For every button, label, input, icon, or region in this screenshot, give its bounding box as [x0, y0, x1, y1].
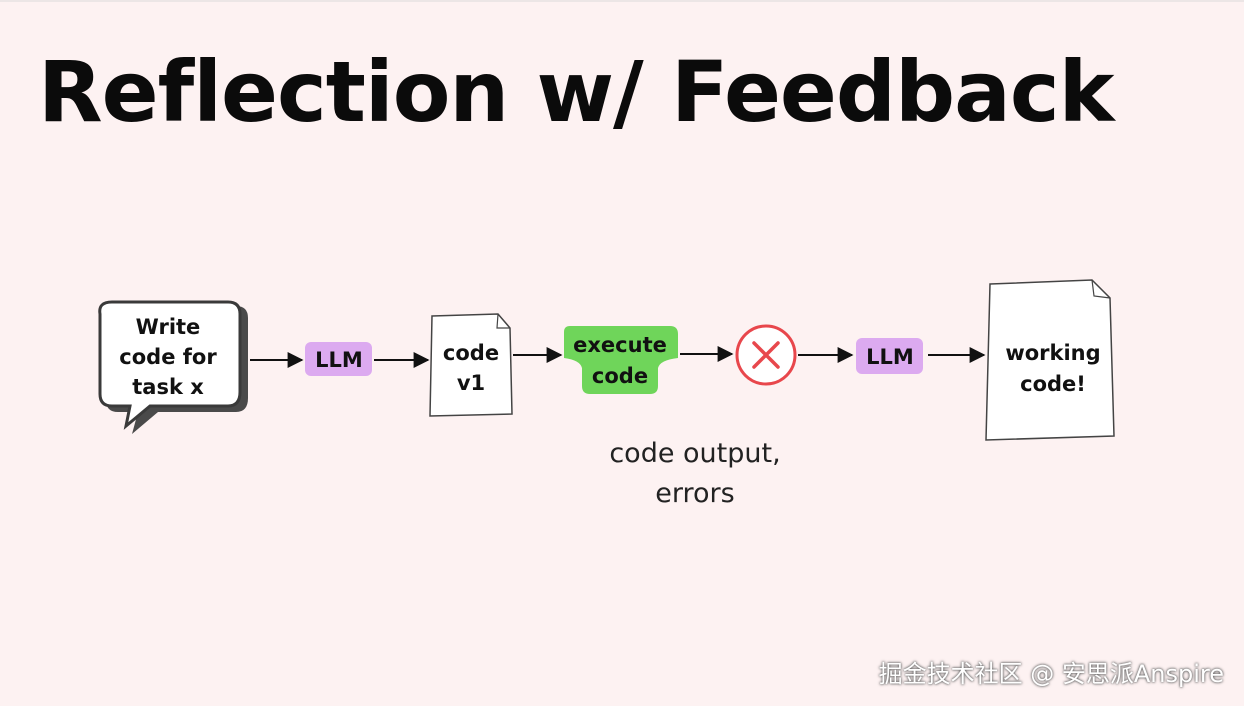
code-v1-line-2: v1 — [457, 371, 485, 395]
task-line-3: task x — [132, 375, 204, 399]
execute-line-1: execute — [573, 333, 667, 357]
llm-badge-2: LLM — [856, 338, 923, 374]
top-divider — [0, 0, 1244, 2]
working-code-document: working code! — [985, 279, 1115, 441]
code-v1-line-1: code — [443, 341, 499, 365]
task-line-1: Write — [136, 315, 201, 339]
execution-output-caption: code output, errors — [570, 434, 820, 514]
llm-1-label: LLM — [315, 348, 363, 372]
execute-line-2: code — [592, 364, 648, 388]
watermark: 掘金技术社区 @ 安思派Anspire — [878, 660, 1224, 688]
page-title: Reflection w/ Feedback — [38, 43, 1114, 141]
caption-line-1: code output, — [609, 438, 781, 469]
x-circle-icon — [735, 324, 797, 386]
working-code-line-2: code! — [1020, 372, 1086, 396]
task-line-2: code for — [119, 345, 217, 369]
execute-code-badge: execute code — [564, 326, 678, 394]
caption-line-2: errors — [655, 478, 735, 509]
working-code-line-1: working — [1005, 341, 1100, 365]
llm-badge-1: LLM — [305, 342, 372, 376]
code-v1-document: code v1 — [429, 313, 513, 417]
llm-2-label: LLM — [866, 345, 914, 369]
task-speech-bubble: Write code for task x — [98, 300, 248, 434]
